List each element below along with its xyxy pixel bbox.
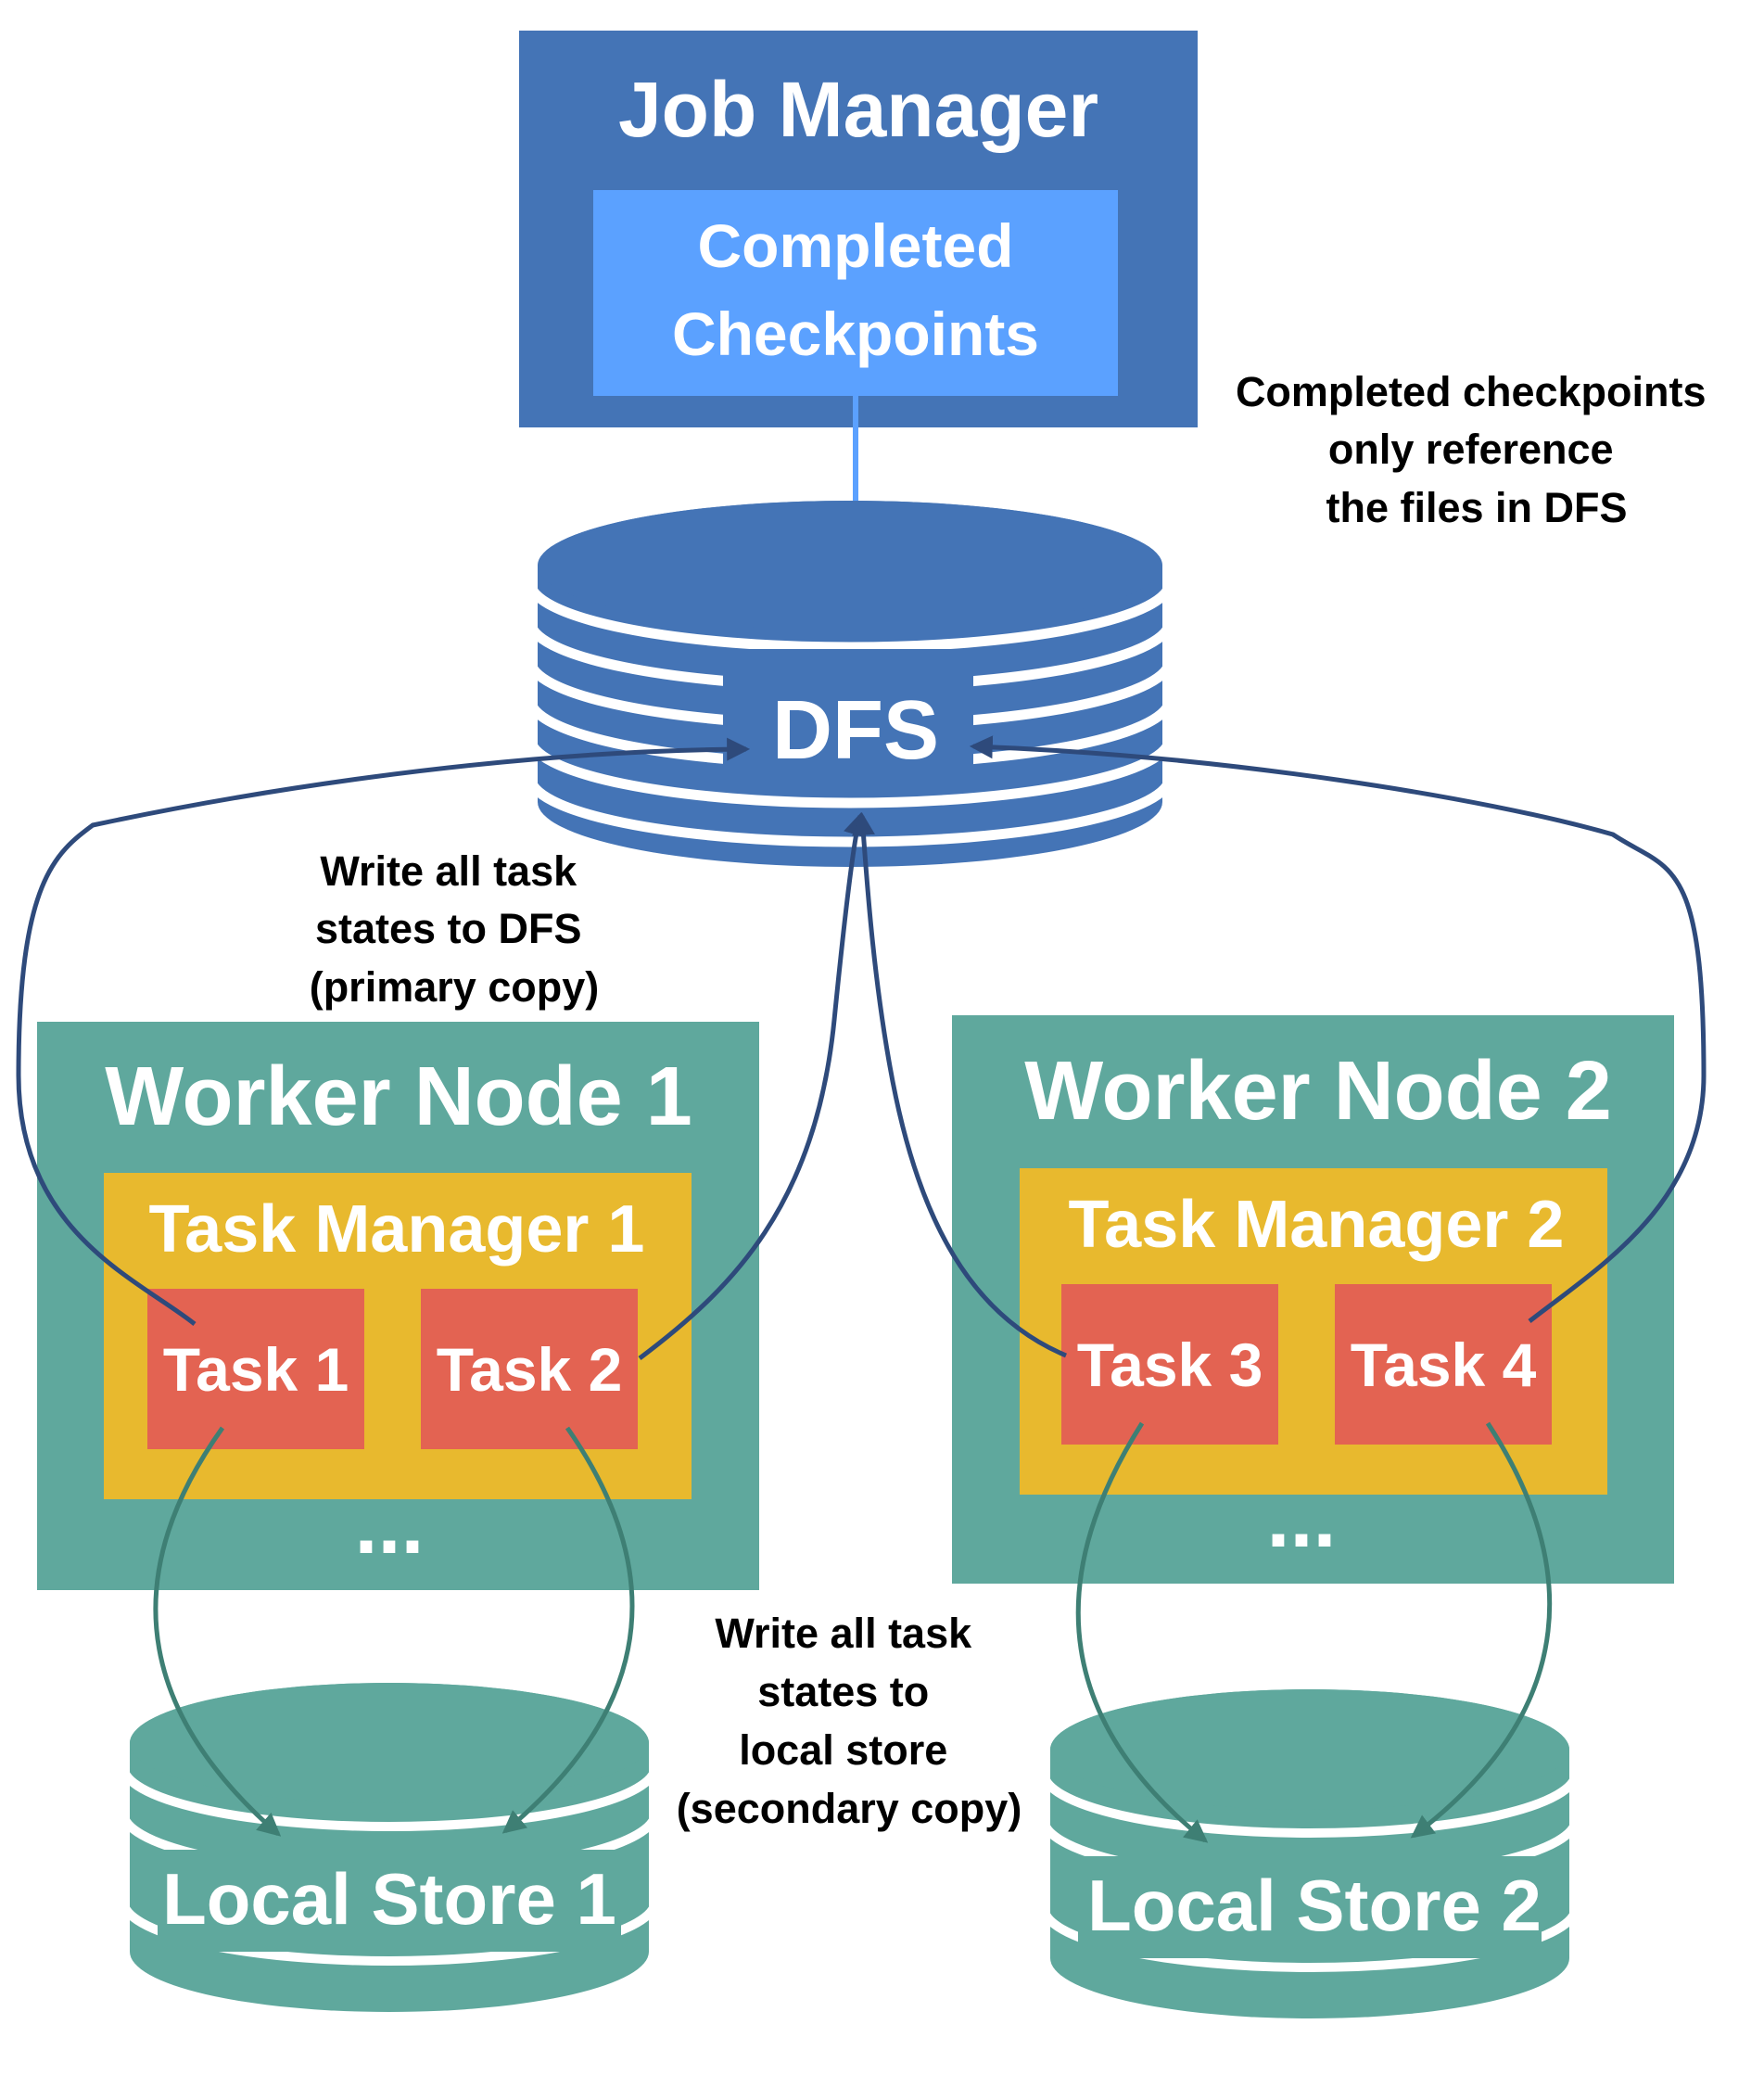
task-4-to-local-store-2-arrow — [1410, 1421, 1553, 1839]
task-manager-1: Task Manager 1 Task 1 Task 2 — [104, 1173, 692, 1499]
dfs-label: DFS — [772, 684, 939, 777]
worker-node-1-ellipsis: ... — [354, 1479, 424, 1572]
task-1-to-local-store-1-arrow — [153, 1426, 282, 1837]
completed-checkpoints-label-line1: Completed — [697, 211, 1013, 280]
completed-checkpoints-box: Completed Checkpoints — [593, 190, 1118, 396]
job-manager: Job Manager Completed Checkpoints — [519, 31, 1198, 427]
task-manager-1-title: Task Manager 1 — [149, 1192, 645, 1267]
job-manager-title: Job Manager — [618, 66, 1098, 153]
worker-node-2-title: Worker Node 2 — [1024, 1045, 1612, 1138]
task-3-to-dfs-arrow — [852, 811, 1067, 1358]
task-1-to-dfs-arrow — [16, 737, 751, 1326]
local-write-note: Write all task states to local store (se… — [677, 1610, 1022, 1832]
task-2-label: Task 2 — [437, 1335, 623, 1404]
task-manager-2-title: Task Manager 2 — [1069, 1188, 1565, 1262]
task-3-label: Task 3 — [1077, 1330, 1263, 1399]
task-3-to-local-store-2-arrow — [1075, 1421, 1209, 1843]
worker-node-1-title: Worker Node 1 — [105, 1050, 692, 1143]
task-2: Task 2 — [421, 1289, 638, 1449]
task-4: Task 4 — [1335, 1284, 1552, 1445]
task-4-to-dfs-arrow — [969, 735, 1707, 1323]
local-store-2-label: Local Store 2 — [1087, 1865, 1542, 1946]
task-2-to-local-store-1-arrow — [501, 1426, 635, 1834]
task-4-label: Task 4 — [1351, 1330, 1537, 1399]
checkpoint-note: Completed checkpoints only reference the… — [1236, 368, 1718, 531]
worker-node-2-ellipsis: ... — [1266, 1472, 1336, 1565]
dfs-write-note: Write all task states to DFS (primary co… — [310, 847, 600, 1011]
dfs-cylinder: DFS — [525, 501, 1175, 867]
task-1-label: Task 1 — [163, 1335, 349, 1404]
task-manager-2: Task Manager 2 Task 3 Task 4 — [1020, 1168, 1607, 1495]
local-store-2: Local Store 2 — [1039, 1689, 1580, 2018]
task-3: Task 3 — [1061, 1284, 1278, 1445]
completed-checkpoints-label-line2: Checkpoints — [672, 299, 1039, 368]
local-store-1: Local Store 1 — [119, 1683, 660, 2012]
task-2-to-dfs-arrow — [638, 812, 867, 1360]
worker-node-2: Worker Node 2 Task Manager 2 Task 3 Task… — [952, 1015, 1674, 1584]
local-store-1-label: Local Store 1 — [162, 1858, 616, 1940]
worker-node-1: Worker Node 1 Task Manager 1 Task 1 Task… — [37, 1022, 759, 1590]
